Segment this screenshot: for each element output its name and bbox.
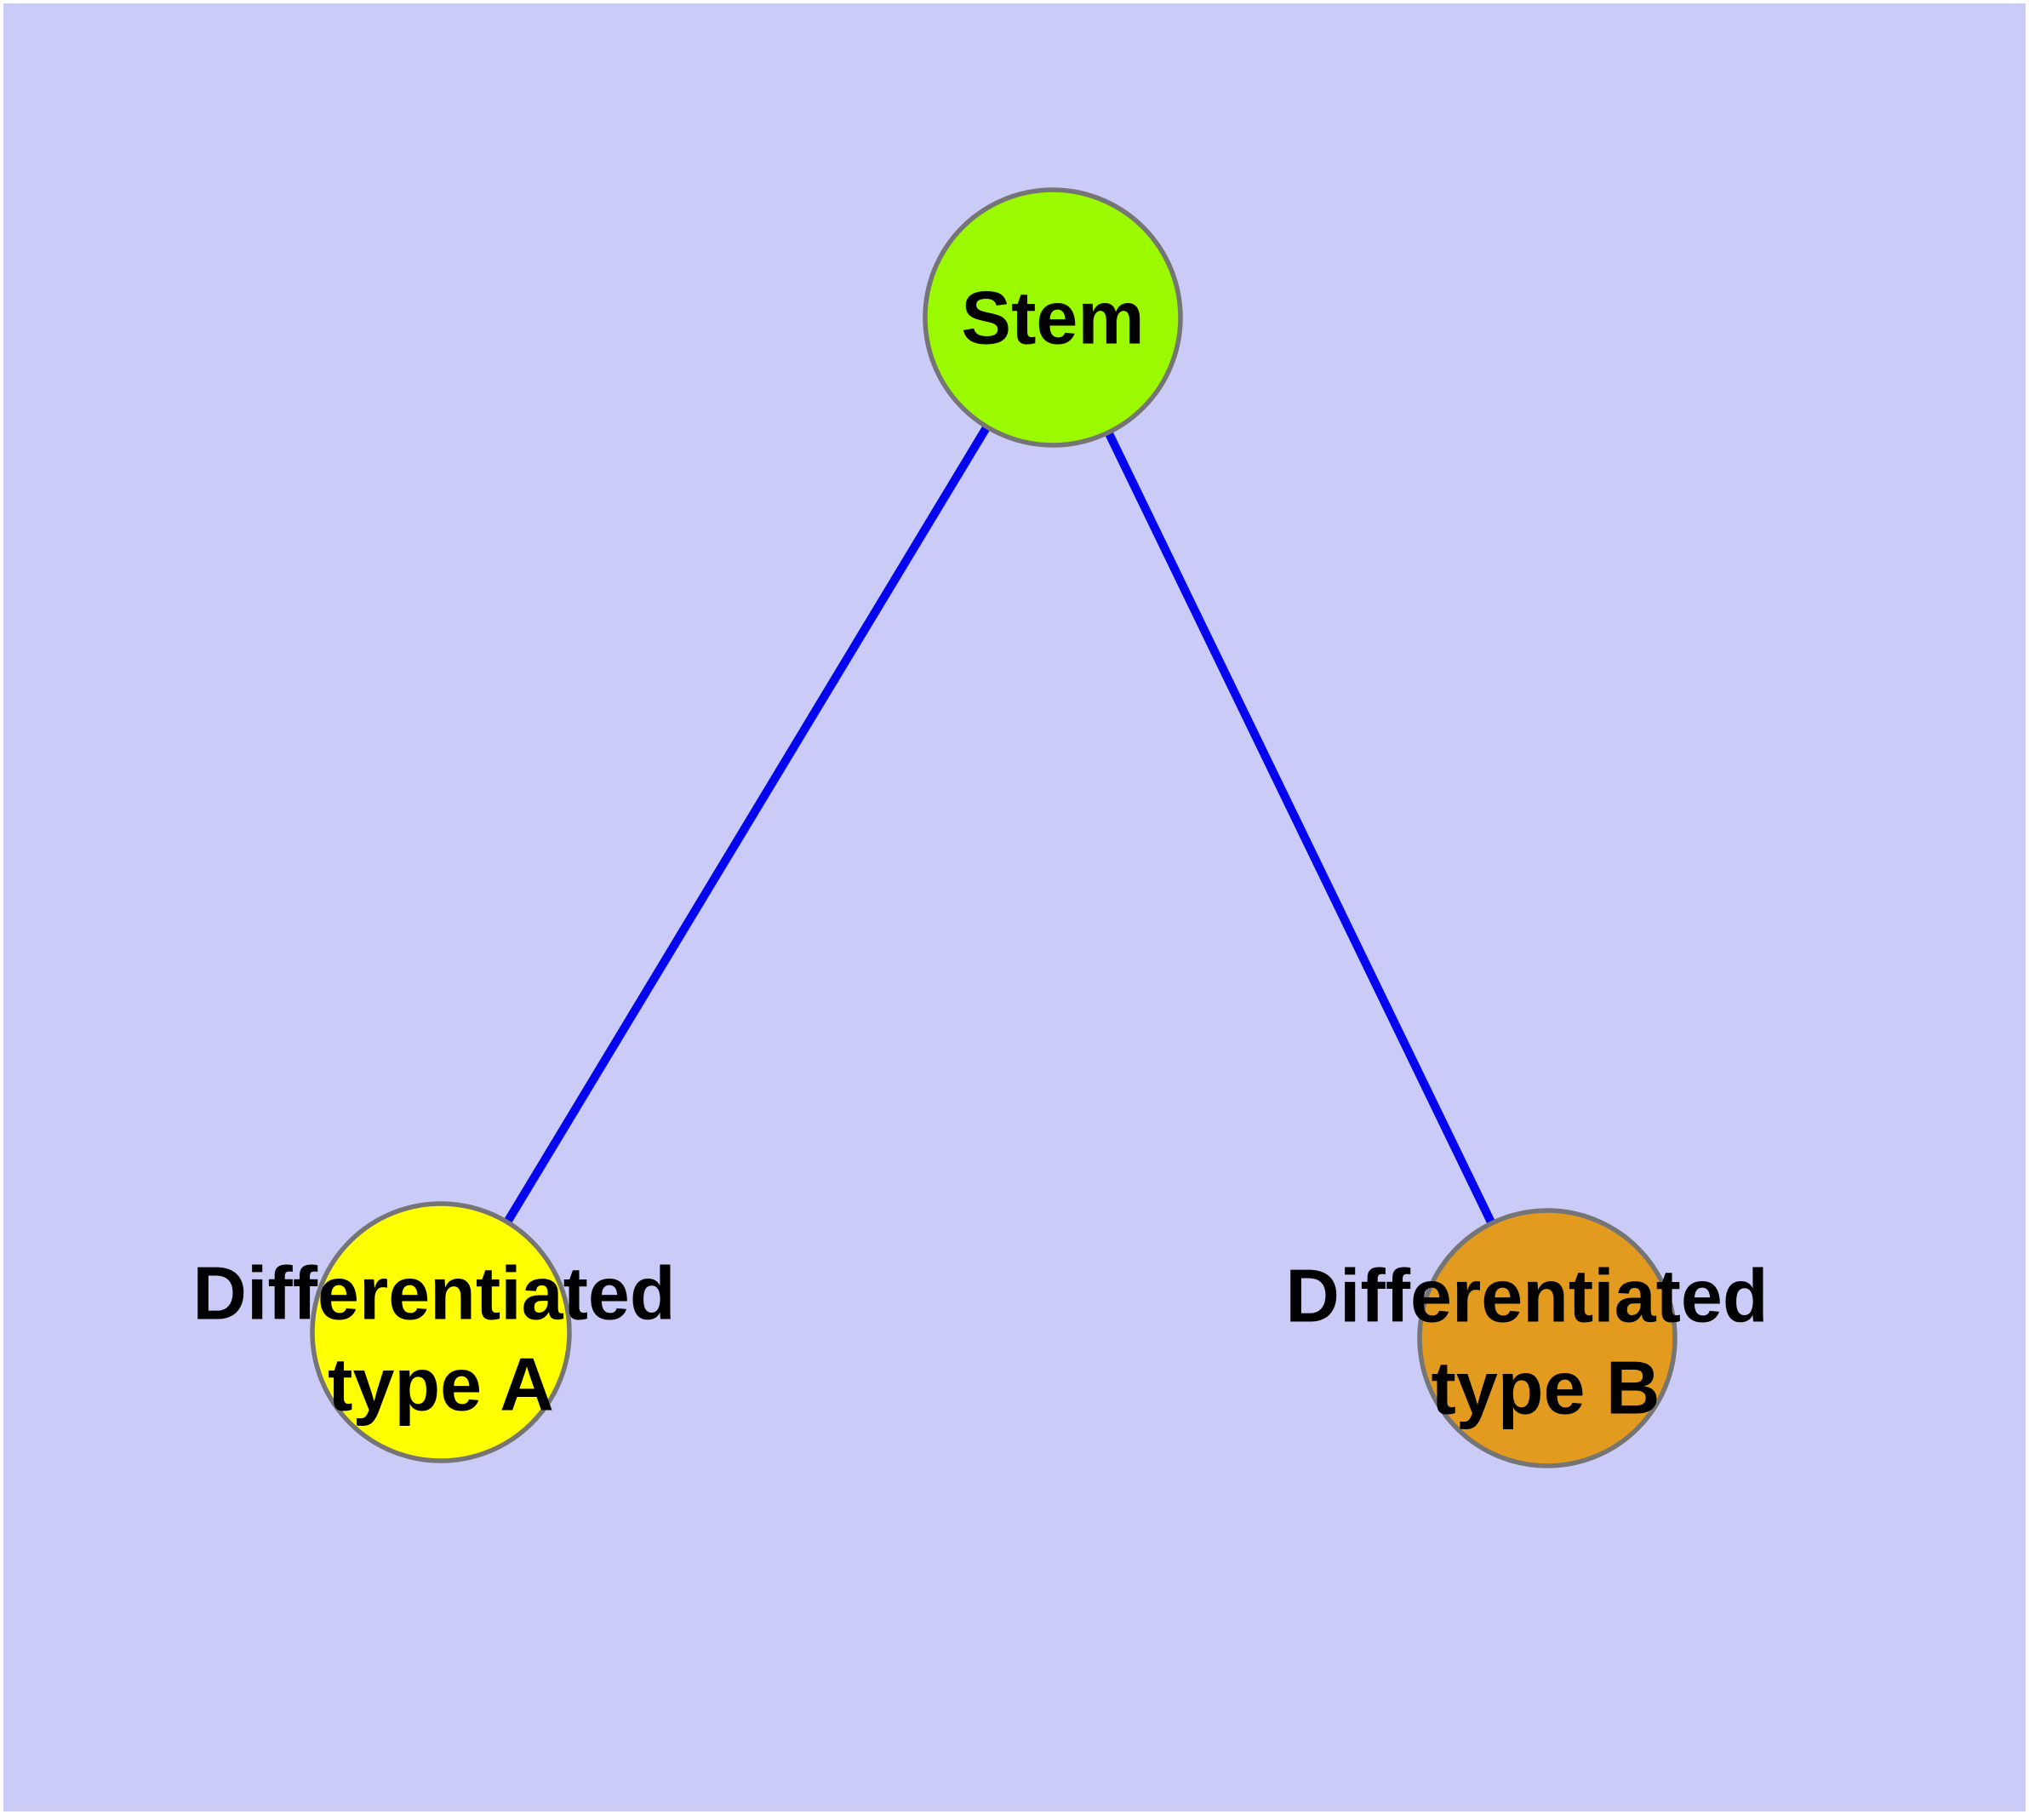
edge-stem-to-typeB [1049,315,1552,1341]
node-type-a-label-line1: Differentiated [192,1251,675,1336]
node-type-b-label-line1: Differentiated [1285,1254,1768,1338]
node-type-a-label-line2: type A [328,1342,554,1427]
node-stem [923,187,1183,448]
node-stem-label: Stem [961,276,1144,360]
node-differentiated-type-a [310,1201,572,1463]
node-differentiated-type-b [1417,1208,1677,1468]
edge-stem-to-typeA [437,315,1057,1335]
node-type-b-label-line2: type B [1432,1346,1660,1430]
